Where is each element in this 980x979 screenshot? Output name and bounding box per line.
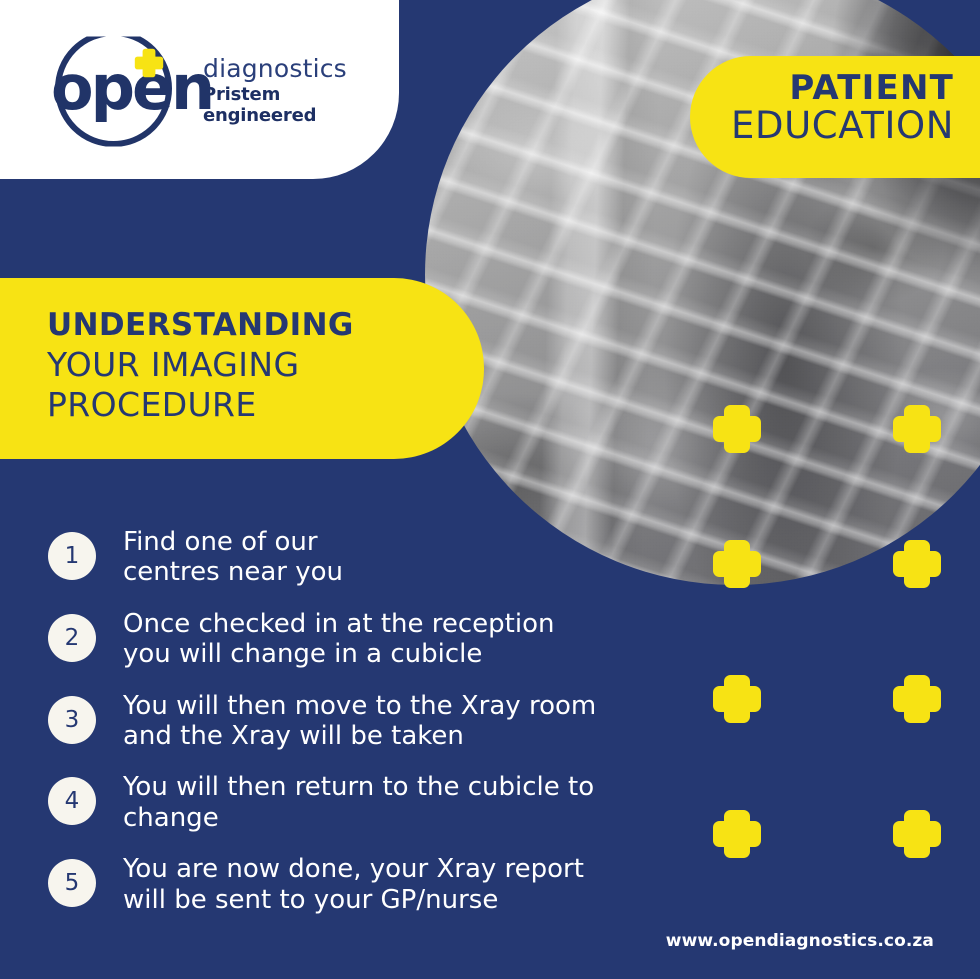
badge-line-patient: PATIENT <box>789 68 954 108</box>
step-text-line: You are now done, your Xray report <box>123 854 584 885</box>
logo-panel: open diagnostics Pristem engineered <box>0 0 399 179</box>
step-number-badge: 1 <box>48 532 96 580</box>
step-number-badge: 2 <box>48 613 96 662</box>
step-text: Find one of our centres near you <box>123 526 343 588</box>
plus-cross-icon <box>893 675 941 723</box>
logo-tagline: diagnostics Pristem engineered <box>203 52 399 127</box>
list-item: 3 You will then move to the Xray room an… <box>48 690 668 752</box>
procedure-step-list: 1 Find one of our centres near you 2 Onc… <box>48 526 668 915</box>
patient-education-badge: PATIENT EDUCATION <box>690 56 980 178</box>
plus-cross-icon <box>893 405 941 453</box>
step-text-line: and the Xray will be taken <box>123 721 464 752</box>
step-text-line: will be sent to your GP/nurse <box>123 884 499 915</box>
step-text-line: Once checked in at the reception <box>123 608 555 639</box>
plus-cross-icon <box>713 540 761 588</box>
list-item: 4 You will then return to the cubicle to… <box>48 771 668 833</box>
step-text-line: change <box>123 802 219 833</box>
logo-tagline-primary: diagnostics <box>203 54 347 84</box>
badge-line-education: EDUCATION <box>731 104 954 148</box>
heading-line-1: UNDERSTANDING <box>47 307 354 343</box>
step-text-line: You will then move to the Xray room <box>123 690 597 721</box>
step-text-line: Find one of our <box>123 527 318 557</box>
step-text-line: you will change in a cubicle <box>123 639 483 670</box>
list-item: 2 Once checked in at the reception you w… <box>48 608 668 670</box>
step-number-badge: 5 <box>48 859 96 908</box>
step-text: You will then move to the Xray room and … <box>123 690 596 752</box>
logo-wordmark: open <box>51 50 215 124</box>
open-logo-mark: open <box>47 24 215 156</box>
website-url[interactable]: www.opendiagnostics.co.za <box>665 931 934 951</box>
plus-cross-icon <box>893 540 941 588</box>
plus-cross-icon <box>713 810 761 858</box>
plus-cross-icon <box>713 675 761 723</box>
step-text: Once checked in at the reception you wil… <box>123 608 554 670</box>
step-text: You are now done, your Xray report will … <box>123 853 584 915</box>
logo-tagline-secondary: Pristem engineered <box>203 83 317 127</box>
step-text-line: You will then return to the cubicle to <box>123 772 595 803</box>
step-text-line: centres near you <box>123 557 344 588</box>
step-number-badge: 4 <box>48 777 96 826</box>
list-item: 1 Find one of our centres near you <box>48 526 668 588</box>
plus-cross-icon <box>893 810 941 858</box>
list-item: 5 You are now done, your Xray report wil… <box>48 853 668 915</box>
heading-panel: UNDERSTANDING YOUR IMAGING PROCEDURE <box>0 278 484 459</box>
plus-cross-icon <box>713 405 761 453</box>
plus-icon <box>134 48 164 78</box>
heading-line-3: PROCEDURE <box>47 385 257 424</box>
step-text: You will then return to the cubicle to c… <box>123 771 594 833</box>
logo-ring-icon <box>55 36 172 147</box>
heading-line-2: YOUR IMAGING <box>47 344 300 384</box>
step-number-badge: 3 <box>48 695 96 744</box>
